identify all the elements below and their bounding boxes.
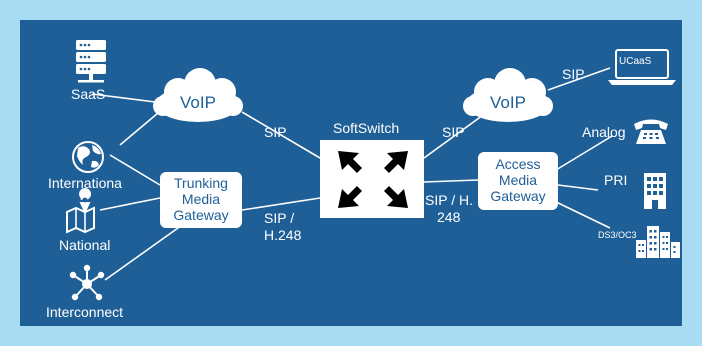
connection-lines [91, 67, 613, 281]
map-pin-icon [66, 188, 95, 234]
city-buildings-icon [636, 226, 680, 258]
network-diagram [66, 40, 680, 301]
sip-right-label: SIP [442, 124, 465, 140]
link-saas-voip [91, 93, 156, 103]
voip-left-label: VoIP [180, 93, 216, 112]
sip-h248-right-label: SIP / H. 248 [425, 192, 473, 225]
softswitch-box [320, 140, 424, 218]
link-access-pri [557, 184, 599, 191]
link-softswitch-voip [423, 109, 491, 159]
sip-left-label: SIP [264, 124, 287, 140]
sip-h248-left-label: SIP / H.248 [264, 210, 302, 243]
link-international-trunking [109, 154, 161, 186]
telephone-icon [634, 119, 668, 144]
softswitch-label: SoftSwitch [333, 120, 400, 136]
access-gateway-box [478, 152, 558, 210]
sip-ucaas-label: SIP [562, 66, 585, 82]
link-interconnect-trunking [104, 222, 186, 281]
pri-label: PRI [604, 172, 628, 188]
voip-cloud-left [153, 68, 243, 122]
national-label: National [59, 237, 111, 253]
laptop-icon [608, 49, 676, 85]
link-national-trunking [99, 197, 161, 211]
ds3oc3-label: DS3/OC3 [598, 230, 637, 240]
analog-label: Analog [582, 124, 626, 140]
interconnect-label: Interconnect [46, 304, 124, 320]
link-international-voip [119, 112, 159, 146]
link-access-analog [555, 135, 613, 171]
link-access-ds3 [551, 199, 611, 229]
link-voip-ucaas [547, 67, 611, 91]
trunking-gateway-label: Trunking Media Gateway [173, 175, 229, 223]
server-stack-icon [76, 40, 106, 83]
link-softswitch-access [423, 179, 479, 183]
access-gateway-label: Access Media Gateway [490, 156, 546, 204]
office-building-icon [644, 173, 666, 209]
globe-icon [72, 141, 104, 173]
diagram-panel: SaaS Internationa l National Interconnec… [20, 20, 682, 326]
international-label-wrap: l [80, 189, 83, 203]
voip-right-label: VoIP [490, 93, 526, 112]
ucaas-screen-label: UCaaS [619, 56, 652, 67]
network-hub-icon [69, 264, 105, 301]
link-trunking-softswitch [241, 197, 321, 211]
trunking-gateway-box [160, 172, 242, 228]
voip-cloud-right [463, 68, 553, 122]
link-voip-softswitch [241, 111, 321, 159]
saas-label: SaaS [71, 86, 106, 102]
international-label: Internationa [48, 175, 122, 191]
arrows-inward-icon [338, 151, 408, 208]
